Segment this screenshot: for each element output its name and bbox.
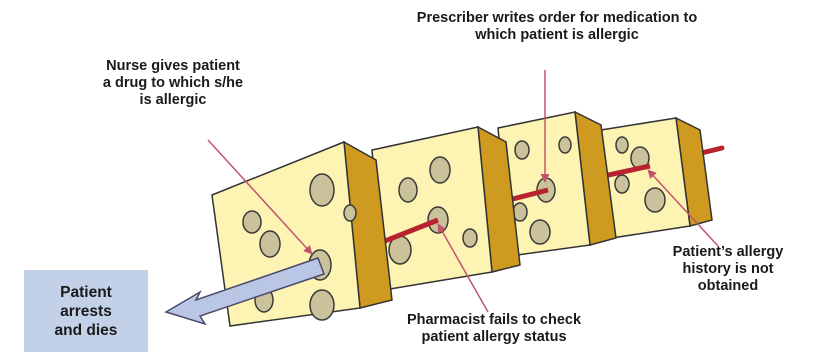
label-outcome-line-1: Patient — [55, 283, 118, 302]
label-prescriber: Prescriber writes order for medication t… — [342, 10, 772, 44]
label-prescriber-line-2: which patient is allergic — [342, 27, 772, 44]
label-pharmacist: Pharmacist fails to check patient allerg… — [362, 312, 626, 346]
label-outcome-line-2: arrests — [55, 302, 118, 321]
label-prescriber-line-1: Prescriber writes order for medication t… — [342, 10, 772, 27]
label-nurse-line-2: a drug to which s/he — [68, 75, 278, 92]
label-history-line-1: Patient’s allergy — [648, 244, 808, 261]
label-history: Patient’s allergy history is not obtaine… — [648, 244, 808, 295]
label-outcome-line-3: and dies — [55, 321, 118, 340]
label-pharmacist-line-2: patient allergy status — [362, 329, 626, 346]
label-outcome: Patient arrests and dies — [55, 283, 118, 340]
label-nurse-line-1: Nurse gives patient — [68, 58, 278, 75]
label-history-line-3: obtained — [648, 278, 808, 295]
outcome-box: Patient arrests and dies — [24, 270, 148, 352]
label-history-line-2: history is not — [648, 261, 808, 278]
label-pharmacist-line-1: Pharmacist fails to check — [362, 312, 626, 329]
label-nurse: Nurse gives patient a drug to which s/he… — [68, 58, 278, 109]
cheese-slice-4 — [601, 118, 712, 238]
cheese-slice-2 — [372, 127, 520, 290]
label-nurse-line-3: is allergic — [68, 92, 278, 109]
